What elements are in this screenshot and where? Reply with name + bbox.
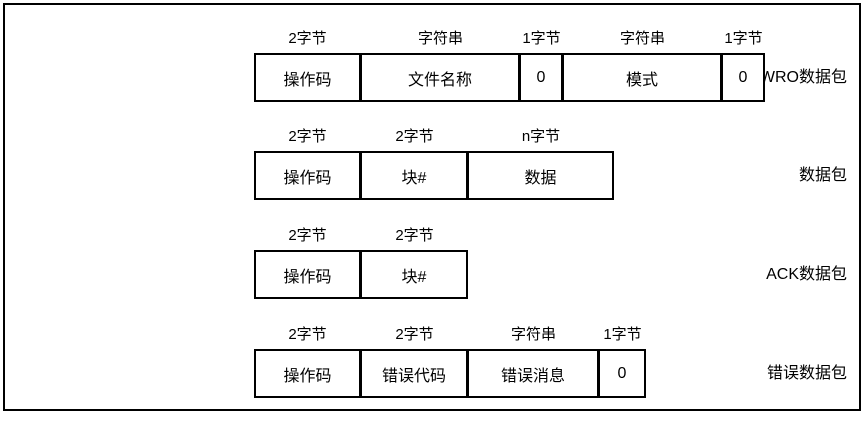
field-size-label: 1字节 [522, 30, 561, 47]
diagram-frame: RRQ/WRO数据包 2字节 字符串 1字节 字符串 1字节 操作码 文件名称 … [3, 3, 861, 411]
field-value: 错误消息 [500, 367, 565, 385]
packet-row-rrq-wro: RRQ/WRO数据包 2字节 字符串 1字节 字符串 1字节 操作码 文件名称 … [5, 27, 859, 125]
field-value: 数据 [524, 169, 557, 187]
packet-field: 操作码 [254, 151, 361, 200]
field-size-label: n字节 [521, 128, 561, 145]
field-size-label: 1字节 [724, 30, 763, 47]
field-size-label: 2字节 [395, 326, 434, 343]
packet-field: 错误代码 [361, 349, 468, 398]
field-value: 模式 [625, 71, 658, 89]
field-size-label: 2字节 [288, 227, 327, 244]
packet-field: 操作码 [254, 349, 361, 398]
field-size-label: 2字节 [288, 128, 327, 145]
packet-field: 文件名称 [361, 53, 520, 102]
row-label-data: 数据包 [798, 167, 847, 184]
field-value: 0 [536, 68, 546, 86]
field-value: 0 [617, 364, 627, 382]
field-value: 操作码 [283, 268, 332, 286]
field-size-label: 2字节 [395, 128, 434, 145]
row-label-ack: ACK数据包 [766, 266, 847, 283]
field-size-label: 1字节 [603, 326, 642, 343]
field-size-label: 2字节 [288, 326, 327, 343]
packet-field: 操作码 [254, 53, 361, 102]
field-value: 操作码 [283, 71, 332, 89]
packet-field: 0 [722, 53, 765, 102]
field-size-label: 字符串 [510, 326, 556, 343]
field-value: 0 [738, 68, 748, 86]
packet-row-ack: ACK数据包 2字节 2字节 操作码 块# [5, 224, 859, 322]
packet-field: 0 [599, 349, 646, 398]
field-size-label: 字符串 [417, 30, 463, 47]
packet-field: 块# [361, 151, 468, 200]
row-label-error: 错误数据包 [766, 365, 847, 382]
field-value: 操作码 [283, 169, 332, 187]
field-value: 块# [401, 268, 427, 286]
packet-field: 0 [520, 53, 563, 102]
packet-field: 错误消息 [468, 349, 599, 398]
packet-field: 数据 [468, 151, 614, 200]
field-size-label: 2字节 [395, 227, 434, 244]
packet-field: 操作码 [254, 250, 361, 299]
field-value: 错误代码 [381, 367, 446, 385]
field-value: 块# [401, 169, 427, 187]
field-size-label: 2字节 [288, 30, 327, 47]
field-value: 操作码 [283, 367, 332, 385]
field-size-label: 字符串 [619, 30, 665, 47]
field-value: 文件名称 [407, 71, 472, 89]
packet-field: 模式 [563, 53, 722, 102]
packet-row-error: 错误数据包 2字节 2字节 字符串 1字节 操作码 错误代码 错误消息 0 [5, 323, 859, 421]
packet-row-data: 数据包 2字节 2字节 n字节 操作码 块# 数据 [5, 125, 859, 223]
packet-field: 块# [361, 250, 468, 299]
